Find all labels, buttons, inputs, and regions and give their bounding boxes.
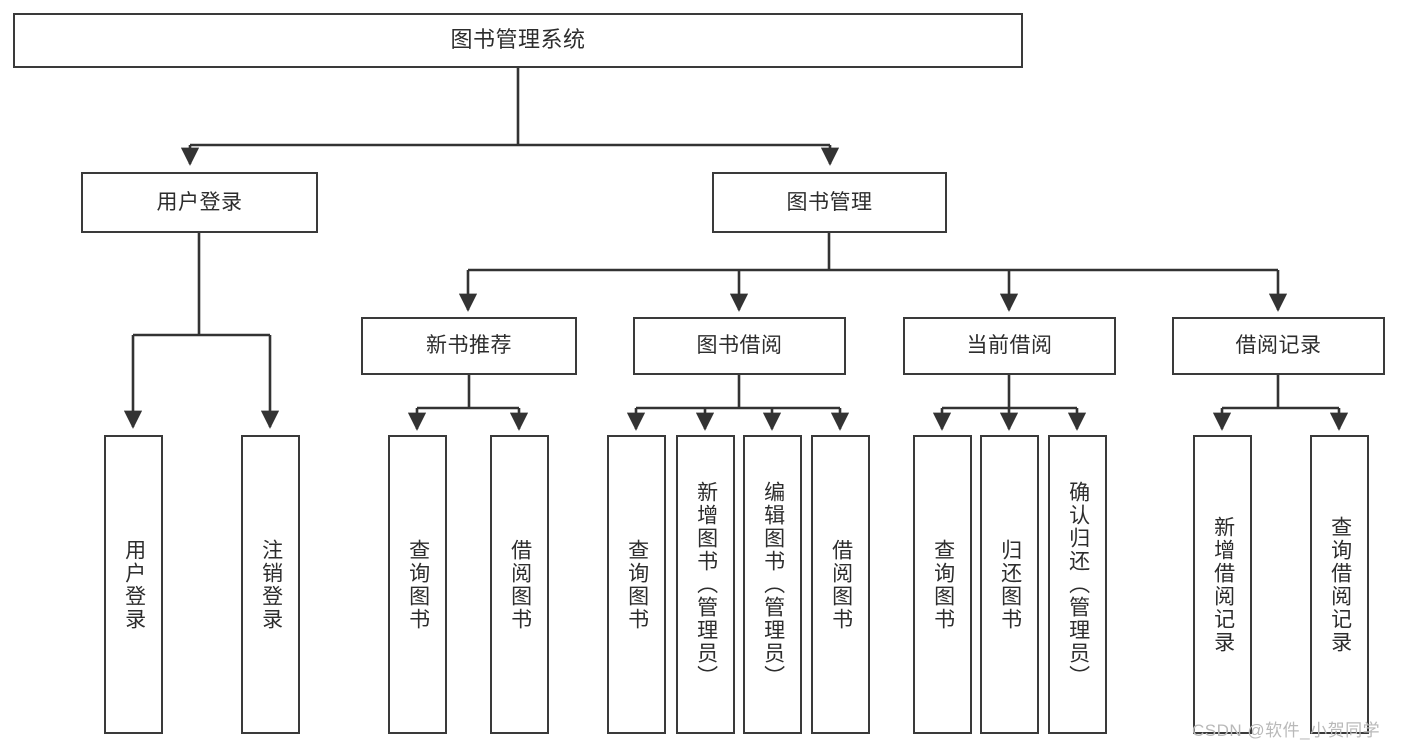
node-label: 查询借阅记录 <box>1328 515 1352 654</box>
node-label: 借阅图书 <box>508 538 532 631</box>
node-label: 用户登录 <box>122 538 146 631</box>
node-label: 编辑图书（管理员） <box>761 481 785 688</box>
node-new-book-recommendation[interactable]: 新书推荐 <box>361 317 577 375</box>
leaf-current-borrow-query[interactable]: 查询图书 <box>913 435 972 734</box>
node-label: 用户登录 <box>156 190 243 214</box>
leaf-new-book-borrow[interactable]: 借阅图书 <box>490 435 549 734</box>
node-book-borrowing[interactable]: 图书借阅 <box>633 317 846 375</box>
leaf-user-login-signin[interactable]: 用户登录 <box>104 435 163 734</box>
leaf-current-borrow-return[interactable]: 归还图书 <box>980 435 1039 734</box>
node-label: 确认归还（管理员） <box>1066 481 1090 688</box>
node-label: 查询图书 <box>406 538 430 631</box>
node-label: 借阅记录 <box>1235 334 1322 358</box>
csdn-watermark: CSDN @软件_小贺同学 <box>1192 721 1381 740</box>
leaf-user-login-signout[interactable]: 注销登录 <box>241 435 300 734</box>
leaf-current-borrow-confirm-return[interactable]: 确认归还（管理员） <box>1048 435 1107 734</box>
node-label: 查询图书 <box>625 538 649 631</box>
node-label: 查询图书 <box>931 538 955 631</box>
edge-group-current-borrow <box>932 375 1087 431</box>
node-book-management[interactable]: 图书管理 <box>712 172 947 233</box>
node-label: 归还图书 <box>998 538 1022 631</box>
edge-group-borrow-record <box>1212 375 1349 431</box>
node-borrowing-records[interactable]: 借阅记录 <box>1172 317 1385 375</box>
leaf-borrow-record-add[interactable]: 新增借阅记录 <box>1193 435 1252 734</box>
leaf-book-borrow-query[interactable]: 查询图书 <box>607 435 666 734</box>
node-label: 当前借阅 <box>966 334 1053 358</box>
node-current-borrowing[interactable]: 当前借阅 <box>903 317 1116 375</box>
node-label: 图书借阅 <box>696 334 783 358</box>
node-label: 注销登录 <box>259 538 283 631</box>
node-label: 借阅图书 <box>829 538 853 631</box>
node-label: 新增借阅记录 <box>1211 515 1235 654</box>
edge-group-root <box>180 68 840 166</box>
node-label: 图书管理 <box>786 190 873 214</box>
leaf-book-borrow-borrow[interactable]: 借阅图书 <box>811 435 870 734</box>
leaf-book-borrow-add[interactable]: 新增图书（管理员） <box>676 435 735 734</box>
node-label: 新书推荐 <box>426 334 512 358</box>
node-root-system[interactable]: 图书管理系统 <box>13 13 1023 68</box>
node-user-login[interactable]: 用户登录 <box>81 172 318 233</box>
edge-group-user-login <box>123 233 280 429</box>
leaf-book-borrow-edit[interactable]: 编辑图书（管理员） <box>743 435 802 734</box>
edge-group-book-borrow <box>626 375 850 431</box>
edge-group-new-book <box>407 375 529 431</box>
leaf-new-book-query[interactable]: 查询图书 <box>388 435 447 734</box>
node-label: 新增图书（管理员） <box>694 481 718 688</box>
edge-group-book-manage <box>458 233 1288 312</box>
node-label: 图书管理系统 <box>450 27 586 53</box>
leaf-borrow-record-query[interactable]: 查询借阅记录 <box>1310 435 1369 734</box>
